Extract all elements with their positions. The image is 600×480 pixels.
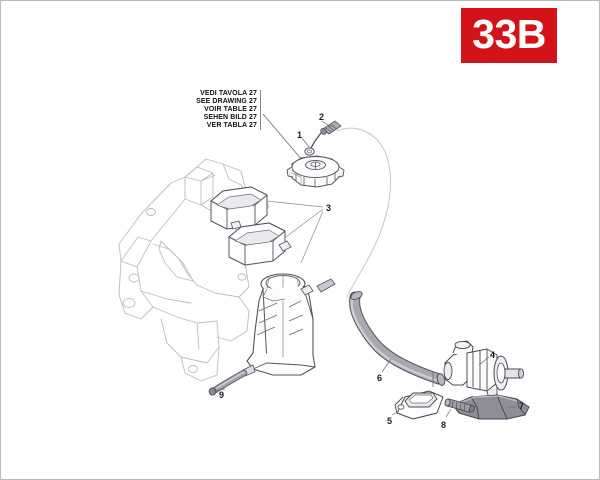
reference-note-block: VEDI TAVOLA 27 SEE DRAWING 27 VOIR TABLE… [187,90,261,131]
callout-number-9: 9 [219,390,225,400]
callout-1-leader [301,137,310,148]
callout-9-leader [212,388,226,392]
callout-2-leader [321,120,332,128]
reference-note-line-en: SEE DRAWING 27 [196,98,257,106]
callout-4-leader [478,356,490,366]
fuel-cap-illustration [286,155,345,188]
reference-note-line-es: VER TABLA 27 [206,122,257,130]
valve-lever-handle-part [452,394,530,420]
foam-filter-pad-upper [210,186,268,230]
callout-number-3: 3 [326,203,332,213]
fuel-hose-upper-part [349,291,446,387]
callout-number-7: 7 [519,401,525,411]
callout-number-4: 4 [490,350,496,360]
callout-8-leader [445,408,452,418]
callout-number-5: 5 [387,416,393,426]
reference-note-line-fr: VOIR TABLE 27 [204,106,257,114]
foam-filter-pad-lower [228,222,292,266]
callout-6-leader [381,358,392,373]
cap-tether-cable [336,127,392,298]
reference-leader-line [262,113,304,162]
fixing-screw-part [444,398,476,413]
reference-note-line-it: VEDI TAVOLA 27 [200,90,257,97]
cap-tether-clip-part [320,120,342,135]
mounting-bracket-part [394,390,444,420]
fuel-hose-lower-part [208,369,248,396]
plate-number-badge: 33B [461,8,557,63]
callout-number-1: 1 [297,130,303,140]
cap-retainer-ring-part [304,132,322,156]
callout-number-8: 8 [441,420,447,430]
callout-3-leader [266,200,324,264]
callout-number-6: 6 [377,373,383,383]
reference-note-line-de: SEHEN BILD 27 [203,114,257,122]
fuel-tank-illustration [242,273,336,377]
plate-number-label: 33B [472,10,546,57]
callout-number-2: 2 [319,112,325,122]
fuel-valve-assembly-part [443,340,525,400]
callout-5-leader [391,410,400,416]
